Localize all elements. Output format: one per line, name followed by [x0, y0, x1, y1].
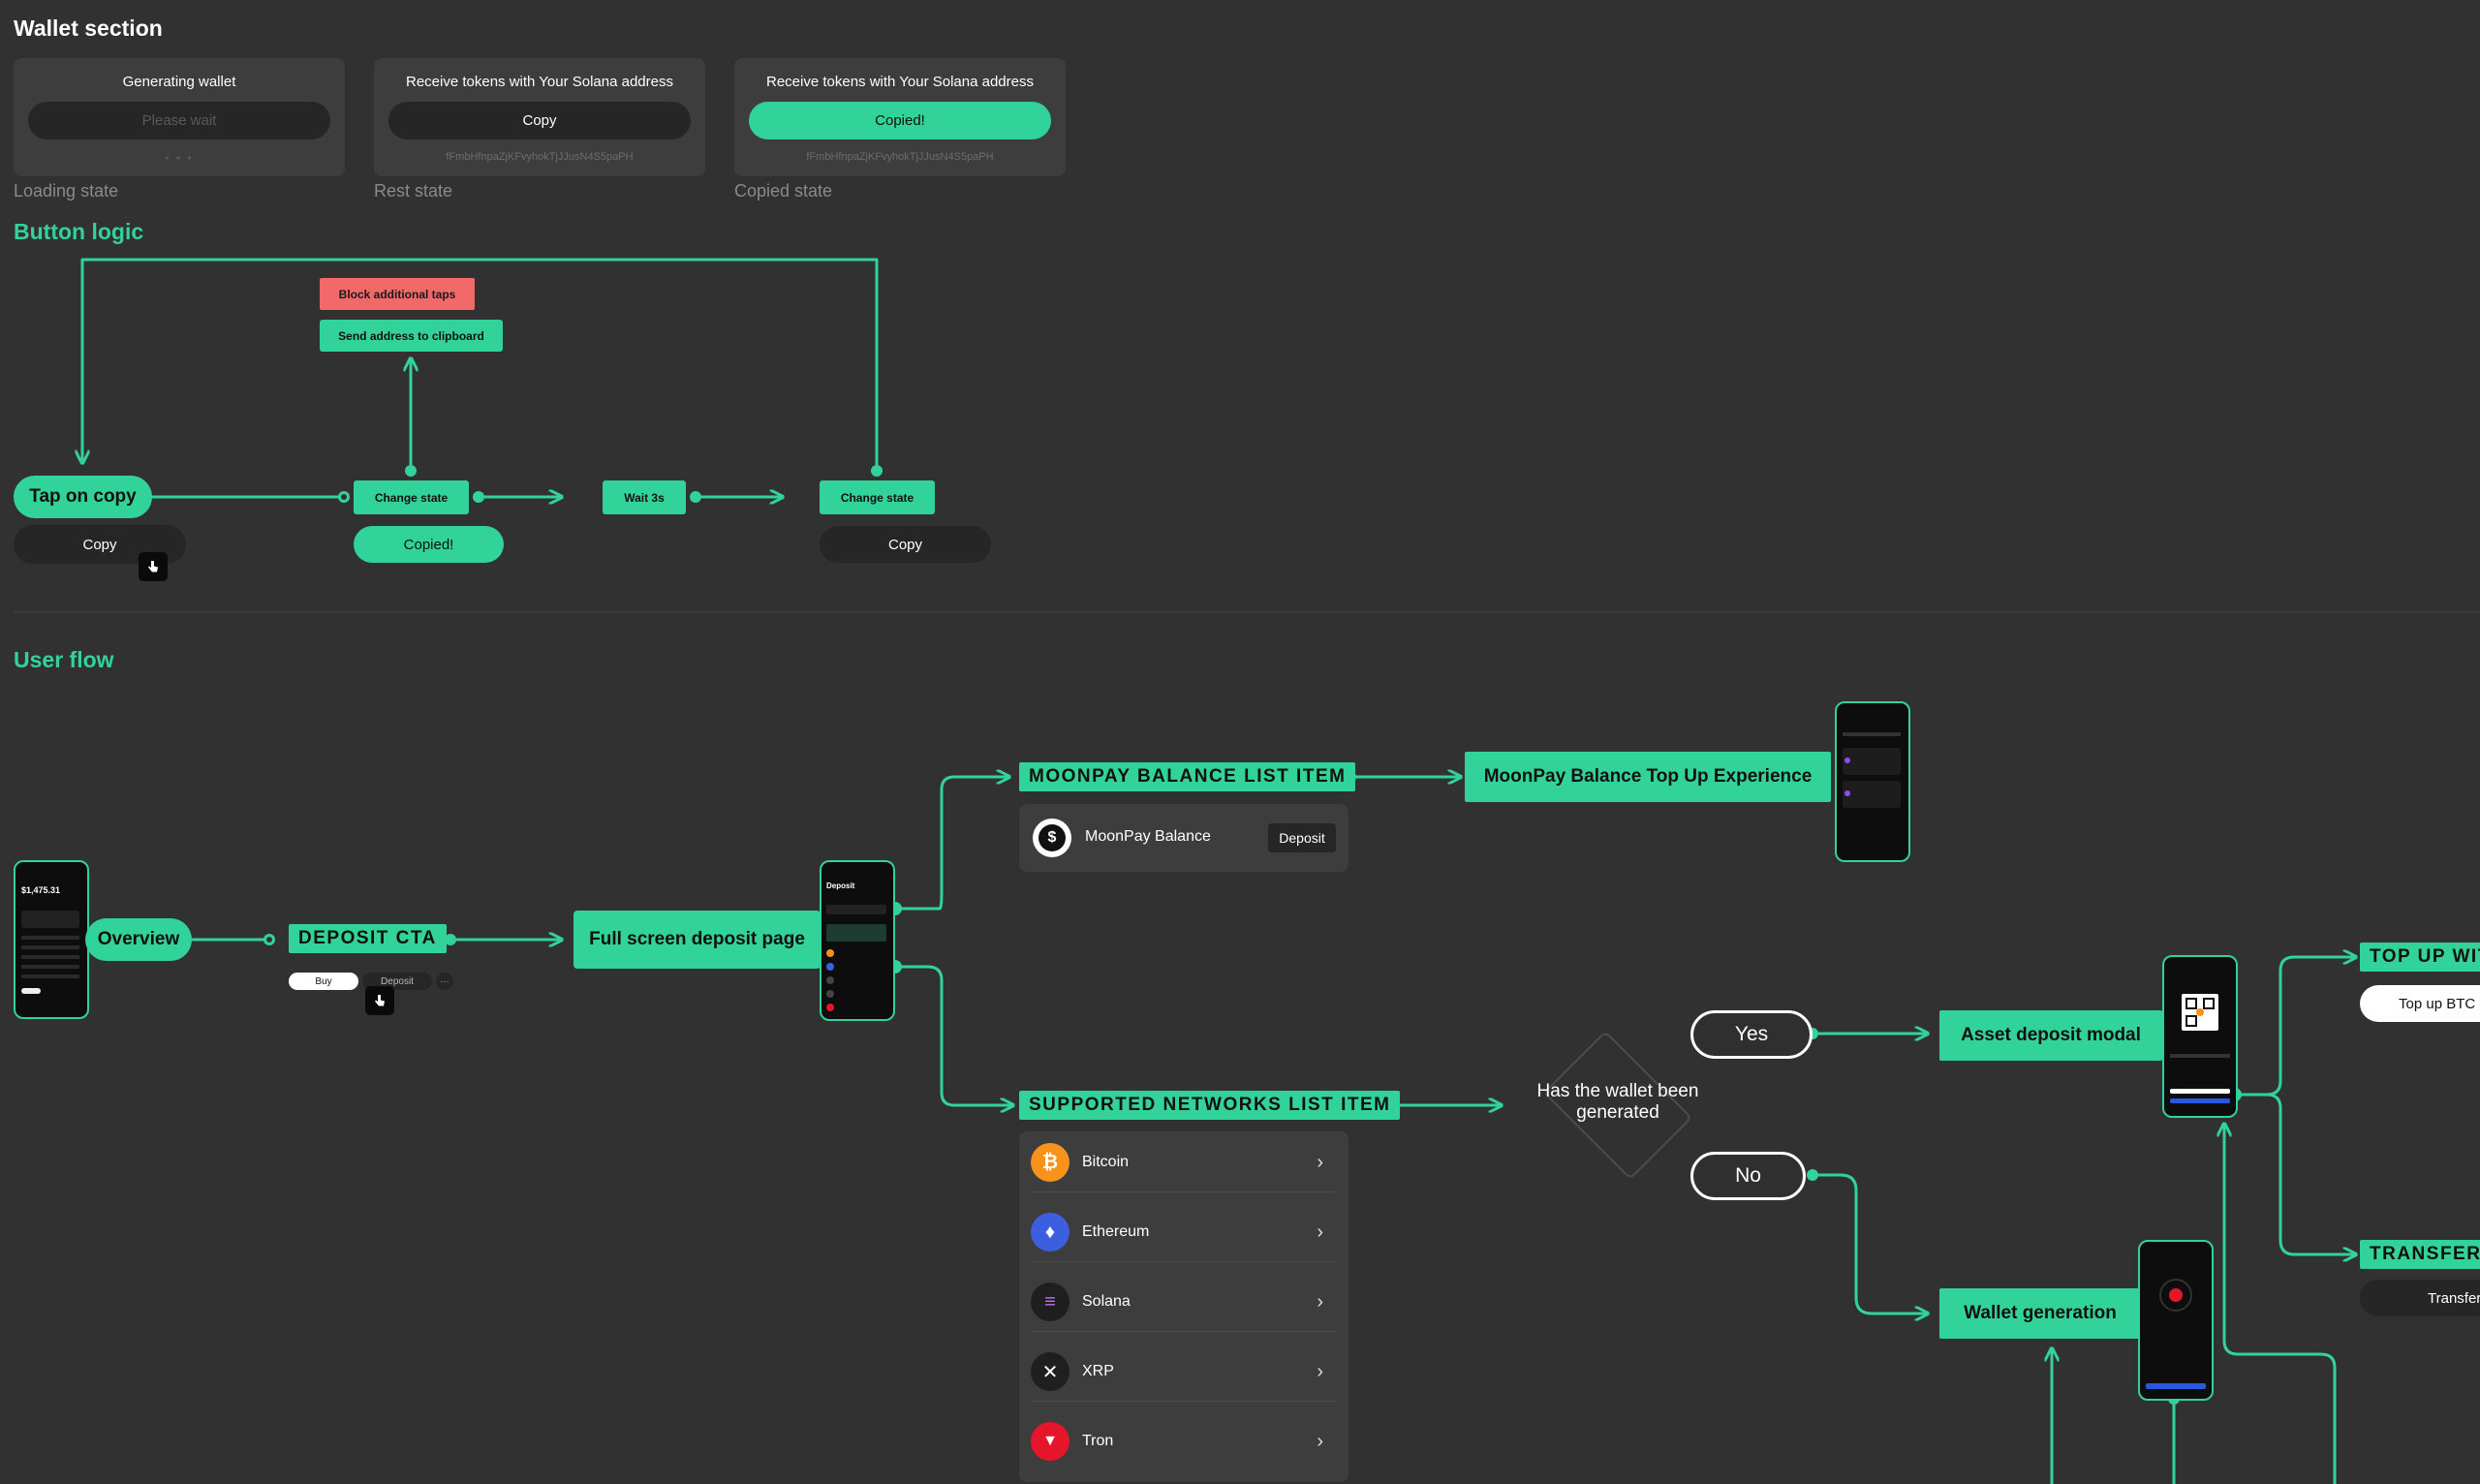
- copied-state-card: Receive tokens with Your Solana address …: [734, 58, 1066, 176]
- full-screen-deposit-node: Full screen deposit page: [574, 911, 821, 969]
- card-title: Receive tokens with Your Solana address: [765, 74, 1034, 90]
- asset-modal-phone-screen: [2162, 955, 2238, 1118]
- chevron-right-icon: ›: [1317, 1430, 1323, 1452]
- bitcoin-icon: ₿: [1031, 1143, 1070, 1182]
- decision-text: Has the wallet been generated: [1536, 1081, 1699, 1123]
- tap-cursor-icon: [139, 552, 168, 581]
- ethereum-icon: ♦: [1031, 1213, 1070, 1252]
- button-logic-title: Button logic: [14, 219, 144, 244]
- chevron-right-icon: ›: [1317, 1221, 1323, 1243]
- copy-button[interactable]: Copy: [388, 102, 691, 139]
- wallet-generation-phone-screen: [2138, 1240, 2214, 1401]
- loading-state-caption: Loading state: [14, 181, 119, 201]
- copied-button[interactable]: Copied!: [749, 102, 1051, 139]
- qr-code-icon: [2182, 994, 2218, 1031]
- tap-cursor-icon: [365, 986, 394, 1015]
- network-row-xrp[interactable]: ✕ XRP ›: [1031, 1343, 1337, 1402]
- solana-icon: ≡: [1031, 1283, 1070, 1321]
- moonpay-list-item-tag: MOONPAY BALANCE LIST ITEM: [1019, 762, 1356, 791]
- please-wait-button[interactable]: Please wait: [28, 102, 330, 139]
- dollar-icon: $: [1033, 819, 1071, 857]
- change-state-node-2: Change state: [820, 480, 935, 514]
- rest-state-card: Receive tokens with Your Solana address …: [374, 58, 705, 176]
- moonpay-balance-label: MoonPay Balance: [1085, 828, 1211, 845]
- wallet-generation-node: Wallet generation: [1939, 1288, 2141, 1339]
- deposit-phone-screen: Deposit: [820, 860, 895, 1021]
- tap-on-copy-node: Tap on copy: [14, 476, 152, 518]
- loading-dots: • • •: [165, 151, 194, 165]
- top-up-with-tag: TOP UP WITH: [2360, 943, 2480, 972]
- chevron-right-icon: ›: [1317, 1360, 1323, 1382]
- rest-state-caption: Rest state: [374, 181, 453, 201]
- chevron-right-icon: ›: [1317, 1290, 1323, 1313]
- network-label: Bitcoin: [1082, 1154, 1130, 1170]
- copied-state-caption: Copied state: [734, 181, 833, 201]
- overview-node: Overview: [85, 918, 192, 961]
- block-taps-node: Block additional taps: [320, 278, 475, 310]
- phone-title: Deposit: [826, 881, 855, 890]
- moonpay-deposit-button[interactable]: Deposit: [1268, 823, 1336, 852]
- transfer-button[interactable]: Transfer: [2360, 1280, 2480, 1316]
- buy-button[interactable]: Buy: [289, 973, 358, 990]
- network-row-tron[interactable]: ▼ Tron ›: [1031, 1412, 1337, 1470]
- wallet-address: fFmbHfnpaZjKFvyhokTjJJusN4S5paPH: [806, 151, 994, 163]
- phone-balance: $1,475.31: [21, 885, 61, 895]
- overview-phone-screen: $1,475.31: [14, 860, 89, 1019]
- network-row-bitcoin[interactable]: ₿ Bitcoin ›: [1031, 1133, 1337, 1192]
- change-state-node: Change state: [354, 480, 469, 514]
- network-label: Ethereum: [1082, 1223, 1150, 1240]
- asset-deposit-modal-node: Asset deposit modal: [1939, 1010, 2162, 1061]
- wallet-address: fFmbHfnpaZjKFvyhokTjJJusN4S5paPH: [446, 151, 634, 163]
- xrp-icon: ✕: [1031, 1352, 1070, 1391]
- send-clipboard-node: Send address to clipboard: [320, 320, 503, 352]
- network-label: Tron: [1082, 1433, 1114, 1449]
- networks-list: ₿ Bitcoin › ♦ Ethereum › ≡ Solana › ✕ XR…: [1019, 1131, 1348, 1482]
- network-row-solana[interactable]: ≡ Solana ›: [1031, 1273, 1337, 1332]
- loading-state-card: Generating wallet Please wait • • •: [14, 58, 345, 176]
- supported-networks-tag: SUPPORTED NETWORKS LIST ITEM: [1019, 1091, 1401, 1120]
- moonpay-topup-node: MoonPay Balance Top Up Experience: [1465, 752, 1831, 802]
- yes-option: Yes: [1690, 1010, 1813, 1059]
- copy-button-demo-2[interactable]: Copy: [820, 526, 991, 563]
- moonpay-balance-item[interactable]: $ MoonPay Balance Deposit: [1019, 804, 1348, 872]
- user-flow-title: User flow: [14, 647, 114, 672]
- deposit-cta-tag: DEPOSIT CTA: [289, 924, 447, 953]
- moonpay-topup-phone-screen: [1835, 701, 1910, 862]
- more-button[interactable]: ···: [436, 973, 453, 990]
- top-up-btc-button[interactable]: Top up BTC: [2360, 985, 2480, 1022]
- network-label: Solana: [1082, 1293, 1131, 1310]
- wait-node: Wait 3s: [603, 480, 686, 514]
- deposit-button[interactable]: Deposit: [362, 973, 432, 990]
- network-row-ethereum[interactable]: ♦ Ethereum ›: [1031, 1203, 1337, 1262]
- card-title: Receive tokens with Your Solana address: [405, 74, 673, 90]
- chevron-right-icon: ›: [1317, 1151, 1323, 1173]
- wallet-section-title: Wallet section: [14, 15, 163, 41]
- transfer-tag: TRANSFER: [2360, 1240, 2480, 1269]
- card-title: Generating wallet: [122, 74, 236, 90]
- no-option: No: [1690, 1152, 1806, 1200]
- network-label: XRP: [1082, 1363, 1114, 1379]
- tron-icon: ▼: [1031, 1422, 1070, 1461]
- copied-button-demo[interactable]: Copied!: [354, 526, 504, 563]
